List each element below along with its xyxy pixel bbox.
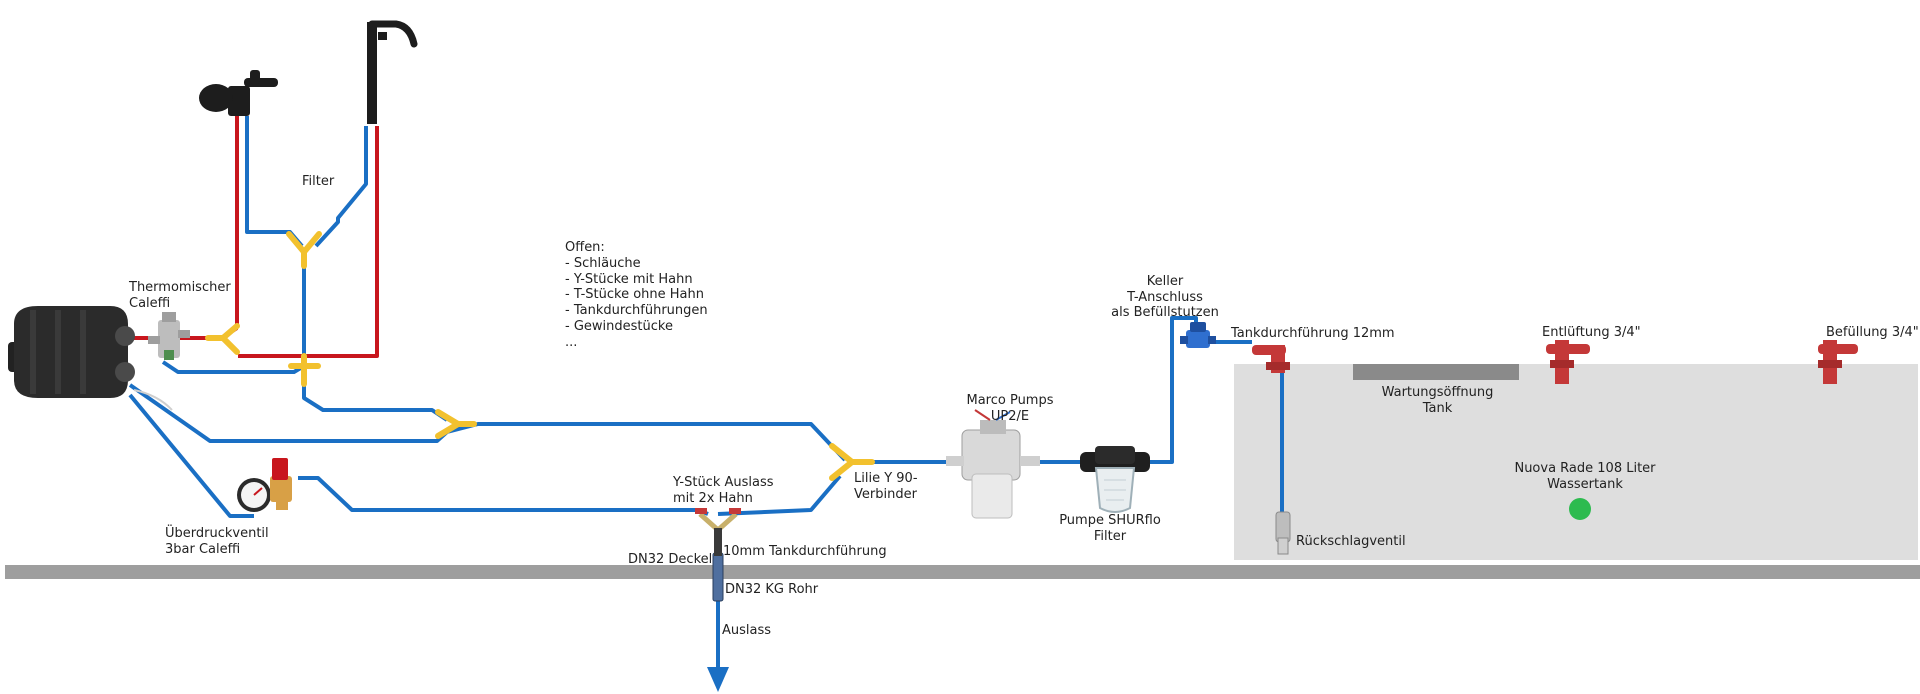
label-fill: Befüllung 3/4" <box>1826 325 1919 340</box>
label-keller-tee: Keller T-Anschluss als Befüllstutzen <box>1111 274 1219 320</box>
open-item: - Tankdurchführungen <box>565 303 708 319</box>
open-items-title: Offen: <box>565 240 605 255</box>
vent-fitting-icon <box>1546 340 1590 384</box>
cold-line-filter-to-tap <box>314 126 368 248</box>
cold-line-shower <box>245 116 304 248</box>
dn32-pipe <box>712 552 724 602</box>
label-10mm-feedthrough: 10mm Tankdurchführung <box>723 544 887 559</box>
y-outlet-taps-icon <box>695 508 741 556</box>
label-overpressure-valve: Überdruckventil 3bar Caleffi <box>165 526 269 557</box>
shower-mixer-icon <box>199 70 278 116</box>
label-vent: Entlüftung 3/4" <box>1542 325 1641 340</box>
water-heater-icon <box>8 306 173 411</box>
cold-line-y-to-lilie <box>717 474 842 516</box>
hot-line-thermo-to-tap <box>238 126 379 358</box>
level-indicator-dot <box>1569 498 1591 520</box>
open-item: ... <box>565 334 578 350</box>
label-check-valve: Rückschlagventil <box>1296 534 1406 549</box>
water-tank <box>1234 364 1918 560</box>
keller-tee-icon <box>1180 322 1216 348</box>
label-marco-pump: Marco Pumps UP2/E <box>966 393 1054 424</box>
label-lilie-connector: Lilie Y 90- Verbinder <box>854 471 918 502</box>
cold-line-to-valve <box>128 393 254 518</box>
tank-feedthrough-12mm-icon <box>1252 345 1290 373</box>
label-outlet: Auslass <box>722 623 772 638</box>
label-maintenance-opening: Wartungsöffnung Tank <box>1381 385 1494 416</box>
label-dn32-pipe: DN32 KG Rohr <box>725 582 819 597</box>
connectors <box>205 231 875 481</box>
open-item: - Schläuche <box>565 255 641 271</box>
overpressure-valve-icon <box>237 458 292 512</box>
cold-line-heater-to-tee <box>161 360 306 374</box>
label-y-outlet: Y-Stück Auslass mit 2x Hahn <box>673 475 774 506</box>
cold-line-main-upper <box>128 383 847 462</box>
fill-fitting-icon <box>1818 340 1858 384</box>
check-valve-icon <box>1275 511 1291 555</box>
floor-bar <box>5 565 1920 579</box>
open-item: - Y-Stücke mit Hahn <box>565 271 693 287</box>
cold-water-lines <box>128 116 1284 668</box>
label-thermomixer: Thermomischer Caleffi <box>129 280 231 311</box>
maintenance-opening <box>1353 364 1519 380</box>
outlet-arrow-head <box>707 667 729 692</box>
kitchen-tap-icon <box>367 20 418 124</box>
marco-pump-icon <box>946 409 1040 519</box>
label-filter: Filter <box>302 174 335 189</box>
label-water-tank: Nuova Rade 108 Liter Wassertank <box>1514 461 1656 492</box>
thermomixer-icon <box>148 312 190 360</box>
open-item: - Gewindestücke <box>565 318 673 334</box>
label-shurflo-filter: Pumpe SHURflo Filter <box>1059 513 1161 544</box>
label-dn32-lid: DN32 Deckel <box>628 552 713 567</box>
open-item: - T-Stücke ohne Hahn <box>565 287 704 303</box>
cold-line-valve-to-y <box>298 476 709 516</box>
label-tank-feedthrough: Tankdurchführung 12mm <box>1231 326 1395 341</box>
shurflo-filter-icon <box>1080 446 1150 513</box>
open-items-note: Offen: - Schläuche - Y-Stücke mit Hahn -… <box>565 240 708 351</box>
